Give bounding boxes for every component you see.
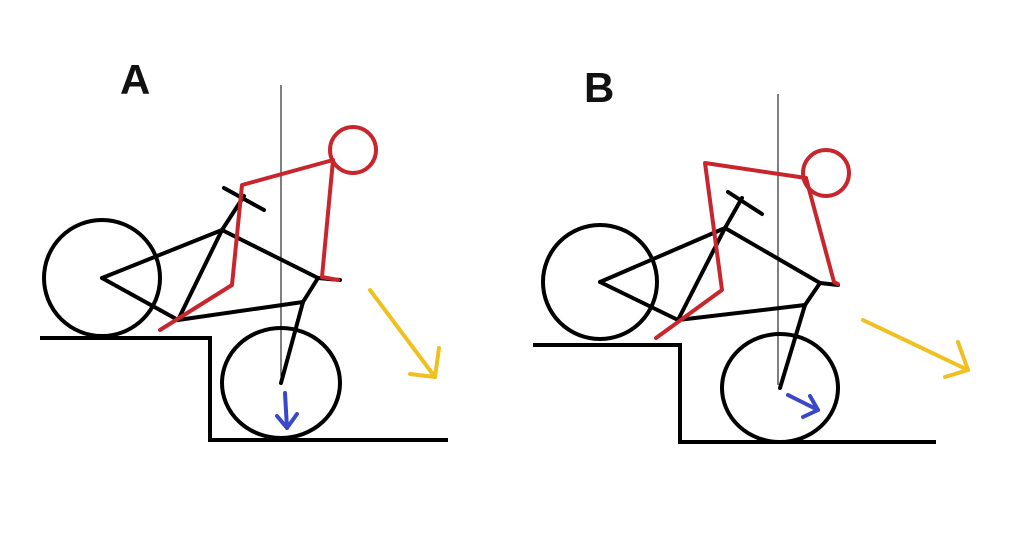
- panel-a-seat-tube: [176, 228, 224, 322]
- panel-a-rider: [158, 125, 378, 332]
- panel-a-down-tube: [176, 300, 305, 322]
- panel-a-label: A: [120, 56, 150, 103]
- panel-a-chain-stay: [100, 276, 180, 322]
- panel-b-top-tube: [723, 226, 822, 285]
- panel-b-fall-direction-arrow: [861, 318, 970, 379]
- panel-a-fork: [279, 300, 305, 385]
- panel-a-head-tube: [301, 276, 320, 304]
- panel-b-rider-arm: [804, 176, 840, 286]
- panel-b-label: B: [584, 64, 614, 111]
- panel-b-seat-stay: [598, 226, 727, 284]
- panel-a-wheel-direction-arrow: [275, 391, 299, 430]
- panel-b-wheel-direction-arrow: [786, 393, 820, 419]
- panel-a-rider-torso: [158, 158, 335, 332]
- panel-b-rear-wheel: [541, 223, 659, 341]
- panel-a-bike: [42, 186, 342, 440]
- panel-a-saddle: [222, 186, 266, 212]
- panel-a-front-wheel: [220, 326, 342, 440]
- panel-b-down-tube: [676, 303, 807, 322]
- panel-a-step-ledge: [40, 336, 448, 442]
- panel-b-head-tube: [803, 281, 822, 307]
- panel-b-rider-head: [801, 148, 851, 198]
- panel-b-rider: [654, 148, 851, 340]
- panel-a: A: [40, 56, 448, 442]
- panel-b-bike: [541, 190, 840, 444]
- panel-b-rider-torso: [654, 161, 808, 340]
- panel-a-rider-head: [328, 125, 378, 175]
- panel-a-rear-wheel: [42, 218, 162, 338]
- panel-b-saddle: [726, 190, 764, 216]
- panel-b-step-ledge: [533, 343, 936, 444]
- panel-a-rider-arm: [320, 158, 340, 282]
- panel-b-fork: [778, 303, 807, 390]
- panel-b: B: [533, 64, 970, 444]
- panel-a-seat-stay: [100, 228, 224, 280]
- panel-a-fall-direction-arrow: [368, 288, 441, 379]
- panel-b-front-wheel: [720, 332, 840, 444]
- panel-b-chain-stay: [598, 280, 680, 322]
- panel-b-seat-post: [723, 196, 744, 230]
